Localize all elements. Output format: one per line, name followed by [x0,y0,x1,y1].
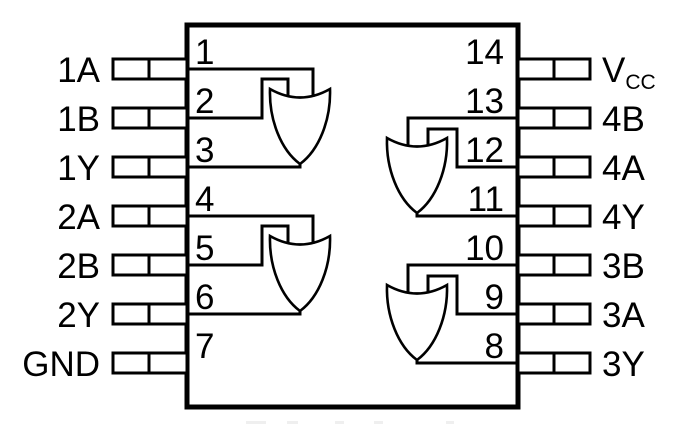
pin-label-vcc-main: V [602,51,626,90]
pin-number-6: 6 [195,278,214,317]
pin-label-1a: 1A [57,51,100,90]
wire-gate3-to-pin8 [415,360,518,365]
or-gates [268,86,449,362]
right-pin-numbers: 14 13 12 11 10 9 8 [465,33,504,366]
pin-number-4: 4 [195,180,214,219]
internal-wires [187,67,518,365]
pin-label-3y: 3Y [602,345,645,384]
caption-fragment [287,421,298,424]
left-pin-labels: 1A 1B 1Y 2A 2B 2Y GND [22,51,100,384]
right-pin-labels: VCC 4B 4A 4Y 3B 3A 3Y [602,51,656,384]
pin-label-vcc-sub: CC [625,71,655,94]
pin-number-3: 3 [195,131,214,170]
pin-label-2b: 2B [57,247,100,286]
wire-pin10-to-gate3 [406,263,518,293]
pin-number-8: 8 [485,327,504,366]
wire-pin4-to-gate2 [187,214,315,244]
wire-pin1-to-gate1 [187,67,315,97]
pin-stubs [111,57,592,375]
or-gate-3-icon [385,282,449,362]
wire-gate4-to-pin11 [415,213,518,218]
pin-number-14: 14 [465,33,504,72]
pin-label-4y: 4Y [602,198,645,237]
or-gate-4-icon [385,135,449,215]
or-gate-2-icon [268,233,332,313]
wire-pin12-to-gate4 [426,127,518,169]
pin-number-12: 12 [465,131,504,170]
pin-label-1y: 1Y [57,149,100,188]
pin-number-9: 9 [485,278,504,317]
pin-number-2: 2 [195,82,214,121]
caption-fragment [446,421,454,424]
pin-label-2y: 2Y [57,296,100,335]
pin-number-7: 7 [195,327,214,366]
or-gate-1-icon [268,86,332,166]
wire-pin9-to-gate3 [426,274,518,316]
pin-number-11: 11 [468,180,504,219]
pin-number-10: 10 [465,229,504,268]
wire-gate2-to-pin6 [187,311,302,316]
pin-label-vcc: VCC [602,51,656,94]
wire-pin13-to-gate4 [406,116,518,146]
caption-fragment [374,421,383,424]
left-pin-numbers: 1 2 3 4 5 6 7 [195,33,214,366]
pin-label-3a: 3A [602,296,645,335]
pin-label-gnd: GND [22,345,100,384]
pin-label-2a: 2A [57,198,100,237]
pin-number-13: 13 [465,82,504,121]
pin-number-5: 5 [195,229,214,268]
wire-pin2-to-gate1 [187,77,290,120]
caption-fragment [246,421,266,424]
wire-pin5-to-gate2 [187,224,290,267]
cropped-caption-fragments [246,421,454,424]
pin-label-1b: 1B [57,100,100,139]
pin-label-3b: 3B [602,247,645,286]
pin-label-4a: 4A [602,149,645,188]
caption-fragment [335,421,344,424]
pin-label-4b: 4B [602,100,645,139]
pin-number-1: 1 [195,33,214,72]
wire-gate1-to-pin3 [187,164,302,169]
